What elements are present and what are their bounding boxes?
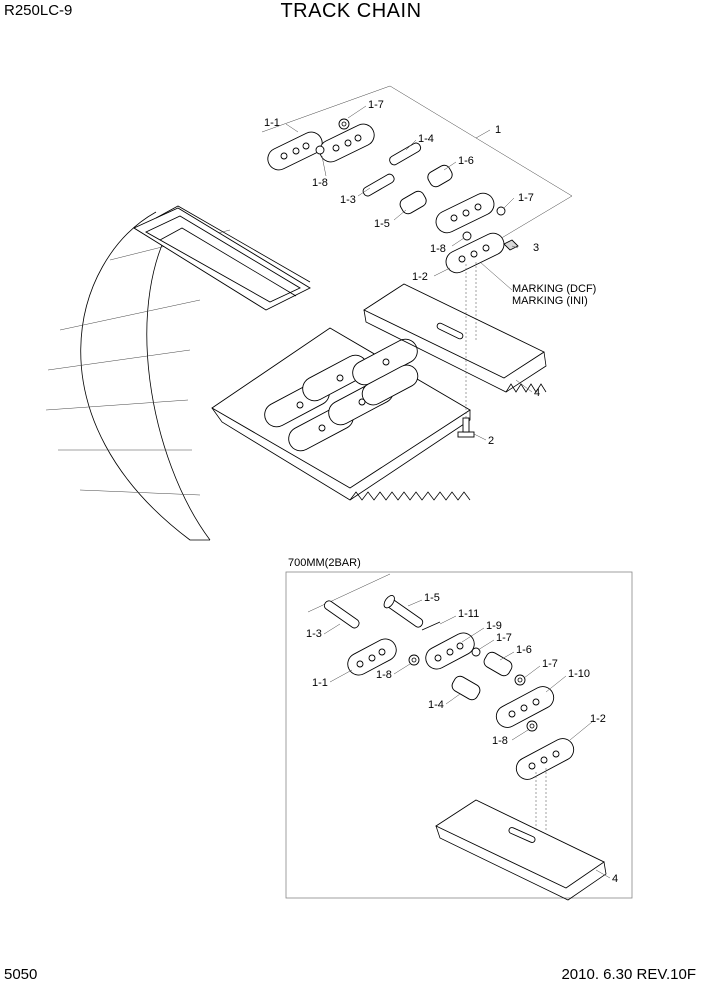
inset-callout-4: 4 bbox=[612, 873, 618, 885]
inset-callout-1-5: 1-5 bbox=[424, 592, 440, 604]
track-assembly-illustration bbox=[45, 205, 471, 541]
inset-title: 700MM(2BAR) bbox=[288, 557, 361, 569]
inset-callout-1-7: 1-7 bbox=[496, 632, 512, 644]
callout-1-1: 1-1 bbox=[264, 117, 280, 129]
assembly-outline bbox=[261, 85, 573, 259]
inset-callout-1-2: 1-2 bbox=[590, 713, 606, 725]
callout-4: 4 bbox=[534, 387, 540, 399]
callout-3: 3 bbox=[533, 242, 539, 254]
inset-callout-1-8b: 1-8 bbox=[492, 735, 508, 747]
inset-callout-1-10: 1-10 bbox=[568, 668, 590, 680]
callout-1-8: 1-8 bbox=[312, 177, 328, 189]
marking-ini-label: MARKING (INI) bbox=[512, 295, 588, 307]
page-title: TRACK CHAIN bbox=[280, 0, 422, 22]
callout-1-3: 1-3 bbox=[340, 194, 356, 206]
chain-links bbox=[264, 338, 419, 452]
inset-callout-1-9: 1-9 bbox=[486, 620, 502, 632]
callout-1-5: 1-5 bbox=[374, 218, 390, 230]
inset-callout-1-6: 1-6 bbox=[516, 644, 532, 656]
callout-1-6: 1-6 bbox=[458, 155, 474, 167]
callout-1-2: 1-2 bbox=[412, 271, 428, 283]
callout-1-7b: 1-7 bbox=[518, 192, 534, 204]
page-number: 5050 bbox=[4, 966, 38, 983]
exploded-parts bbox=[267, 118, 547, 438]
model-number: R250LC-9 bbox=[4, 2, 73, 19]
leader-lines bbox=[285, 105, 533, 441]
callouts-main: 1 1-1 1-7 1-8 1-4 1-6 1-3 1-5 1-7 1-8 3 … bbox=[264, 99, 596, 447]
inset-callout-1-11: 1-11 bbox=[458, 608, 479, 620]
inset-callout-1-1: 1-1 bbox=[312, 677, 328, 689]
inset-callout-1-8: 1-8 bbox=[376, 669, 392, 681]
inset-callout-1-4: 1-4 bbox=[428, 699, 444, 711]
callout-1-7: 1-7 bbox=[368, 99, 384, 111]
callout-1: 1 bbox=[495, 124, 501, 136]
inset-callout-1-3: 1-3 bbox=[306, 628, 322, 640]
inset-callout-1-7b: 1-7 bbox=[542, 658, 558, 670]
marking-dcf-label: MARKING (DCF) bbox=[512, 283, 596, 295]
callout-1-8b: 1-8 bbox=[430, 243, 446, 255]
inset-700mm-2bar: 700MM(2BAR) bbox=[285, 557, 633, 901]
revision-date: 2010. 6.30 REV.10F bbox=[561, 966, 696, 983]
callout-1-4: 1-4 bbox=[418, 133, 434, 145]
callout-2: 2 bbox=[488, 435, 494, 447]
